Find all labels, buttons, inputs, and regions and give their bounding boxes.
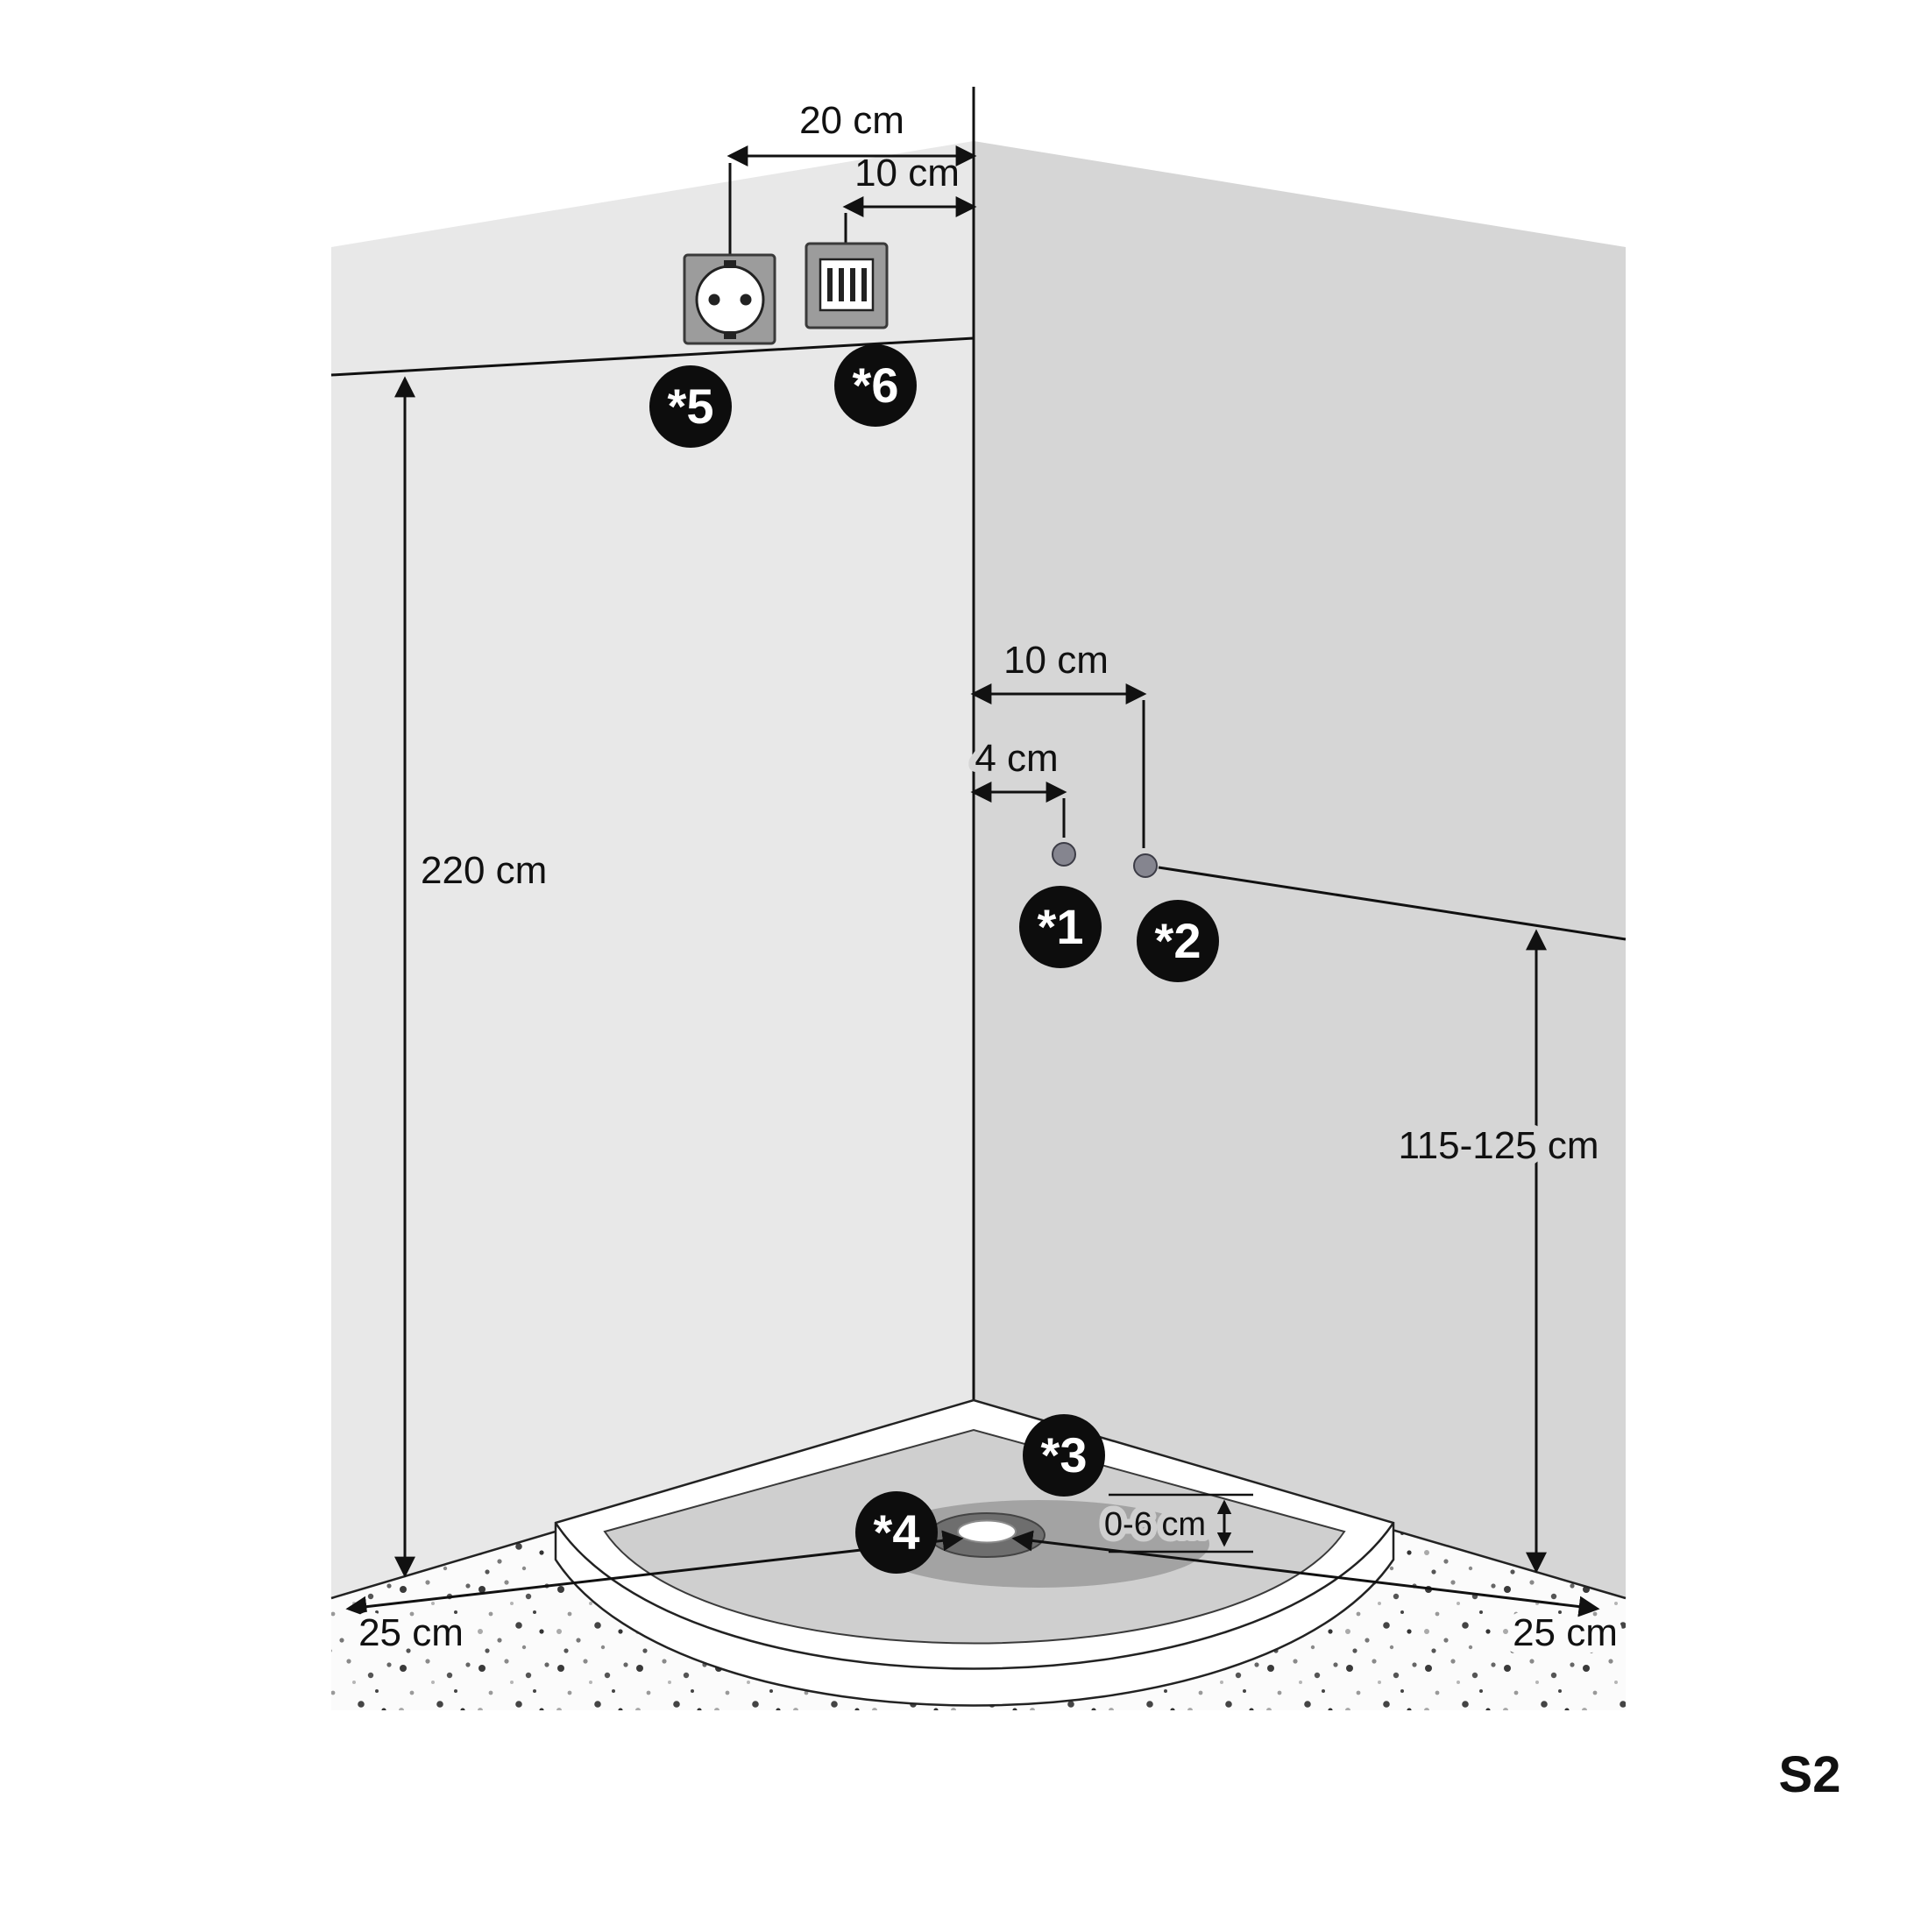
dim-label-socket-offset: 20 cm [799,99,904,142]
dim-label-wall-height: 220 cm [421,849,547,892]
left-wall-height-line [330,336,975,377]
marker-2: *2 [1137,900,1219,982]
dim-arrow-left [345,1530,964,1617]
dim-supply-height: 115-125 cm [1391,929,1606,1574]
marker-1-label: *1 [1038,899,1084,954]
dim-socket-offset: 20 cm [727,99,977,255]
right-wall [974,141,1626,1598]
left-wall [331,141,974,1598]
marker-6: *6 [834,344,917,427]
marker-4: *4 [855,1491,938,1574]
outlet-point-dot [1052,842,1076,867]
supply-point-dot [1133,853,1158,878]
dim-label-outlet-offset: 4 cm [975,737,1058,780]
marker-3-label: *3 [1041,1427,1088,1483]
dim-drain-distance: 25 cm 25 cm [345,1530,1625,1661]
dim-label-tray-depth: 0-6 cm [1104,1506,1206,1543]
marker-5-label: *5 [668,379,714,434]
marker-1: *1 [1019,886,1102,968]
power-socket-icon [683,253,776,345]
marker-4-label: *4 [874,1504,920,1560]
marker-3: *3 [1023,1414,1105,1497]
marker-6-label: *6 [853,357,899,413]
drain-hole [957,1519,1017,1544]
dim-wall-height: 220 cm [394,376,554,1578]
dim-label-drain-right: 25 cm [1513,1611,1618,1654]
dim-outlet-offset: 4 cm [968,730,1067,838]
marker-5: *5 [649,365,732,448]
dim-switch-offset: 10 cm [842,152,977,244]
dim-arrow-right [1011,1530,1600,1617]
diagram-code: S2 [1779,1746,1841,1803]
right-wall-height-line [1158,866,1627,941]
dim-label-switch-offset: 10 cm [854,152,960,195]
dim-supply-offset: 10 cm [970,632,1147,848]
dim-label-supply-height: 115-125 cm [1398,1124,1598,1167]
dim-label-drain-left: 25 cm [358,1611,464,1654]
dim-label-supply-offset: 10 cm [1003,639,1109,682]
ventilation-switch-icon [805,242,889,329]
marker-2-label: *2 [1155,913,1201,968]
